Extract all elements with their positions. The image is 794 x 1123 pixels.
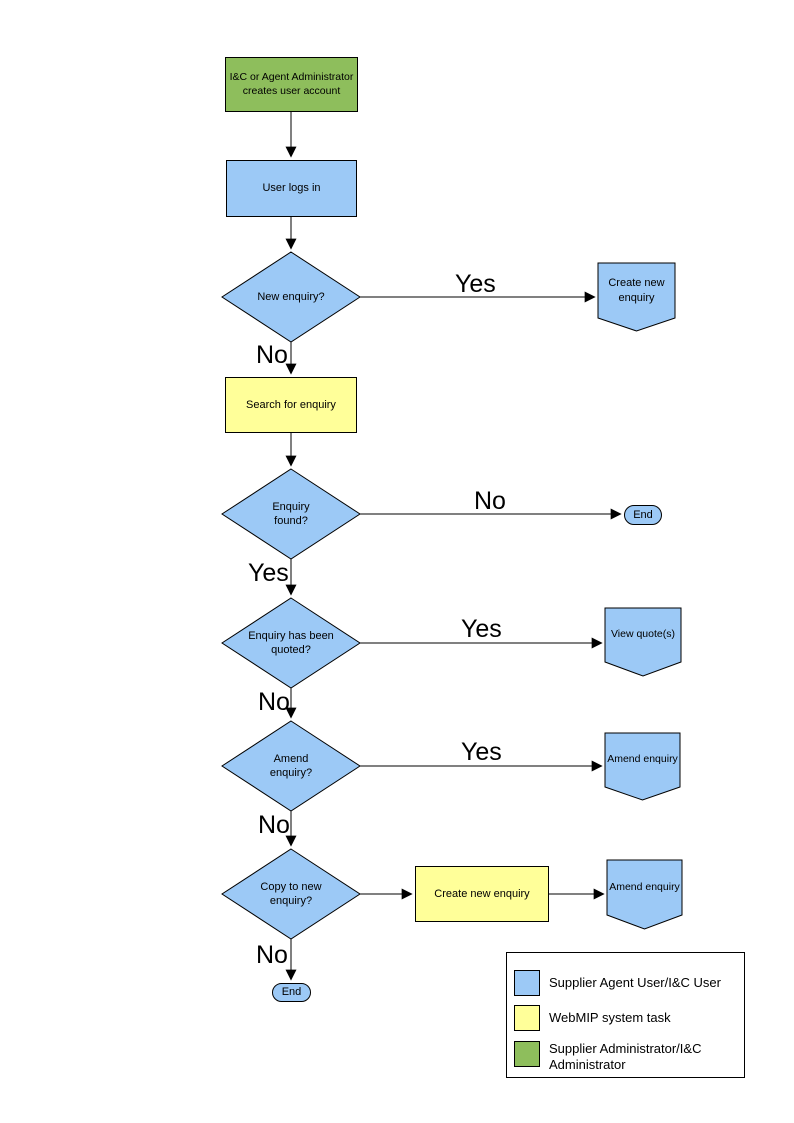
legend-box: Supplier Agent User/I&C User WebMIP syst… (506, 952, 745, 1078)
edge-label-enquiry-found-no: No (474, 487, 506, 515)
pentagon-view-quotes (604, 607, 682, 677)
edge-label-quoted-no: No (258, 688, 290, 716)
legend-row-admin: Supplier Administrator/I&C Administrator (514, 1041, 740, 1073)
node-admin-creates-account: I&C or Agent Administrator creates user … (225, 57, 358, 112)
node-end-1: End (624, 505, 662, 525)
edge-label-amend-yes: Yes (461, 738, 502, 766)
legend-swatch-yellow (514, 1005, 540, 1031)
edge-label-quoted-yes: Yes (461, 615, 502, 643)
edge-label-enquiry-found-yes: Yes (248, 559, 289, 587)
pentagon-amend-enquiry-2 (606, 859, 683, 930)
edge-label-amend-no: No (258, 811, 290, 839)
edge-label-copy-no: No (256, 941, 288, 969)
edge-label-new-enquiry-yes: Yes (455, 270, 496, 298)
edge-label-new-enquiry-no: No (256, 341, 288, 369)
diamond-enquiry-quoted (221, 597, 361, 689)
legend-label-user: Supplier Agent User/I&C User (549, 975, 721, 990)
node-create-new-enquiry-2: Create new enquiry (415, 866, 549, 922)
legend-swatch-green (514, 1041, 540, 1067)
node-search-for-enquiry: Search for enquiry (225, 377, 357, 433)
legend-row-system: WebMIP system task (514, 1005, 740, 1031)
legend-label-admin: Supplier Administrator/I&C Administrator (549, 1041, 702, 1072)
pentagon-amend-enquiry-1 (604, 732, 681, 801)
diamond-enquiry-found (221, 468, 361, 560)
node-end-2: End (272, 983, 311, 1002)
pentagon-create-new-enquiry (597, 262, 676, 332)
node-user-logs-in: User logs in (226, 160, 357, 217)
diamond-new-enquiry (221, 251, 361, 343)
diamond-amend-enquiry (221, 720, 361, 812)
legend-row-user: Supplier Agent User/I&C User (514, 970, 740, 996)
legend-label-system: WebMIP system task (549, 1010, 671, 1025)
diamond-copy-to-new-enquiry (221, 848, 361, 940)
legend-swatch-blue (514, 970, 540, 996)
